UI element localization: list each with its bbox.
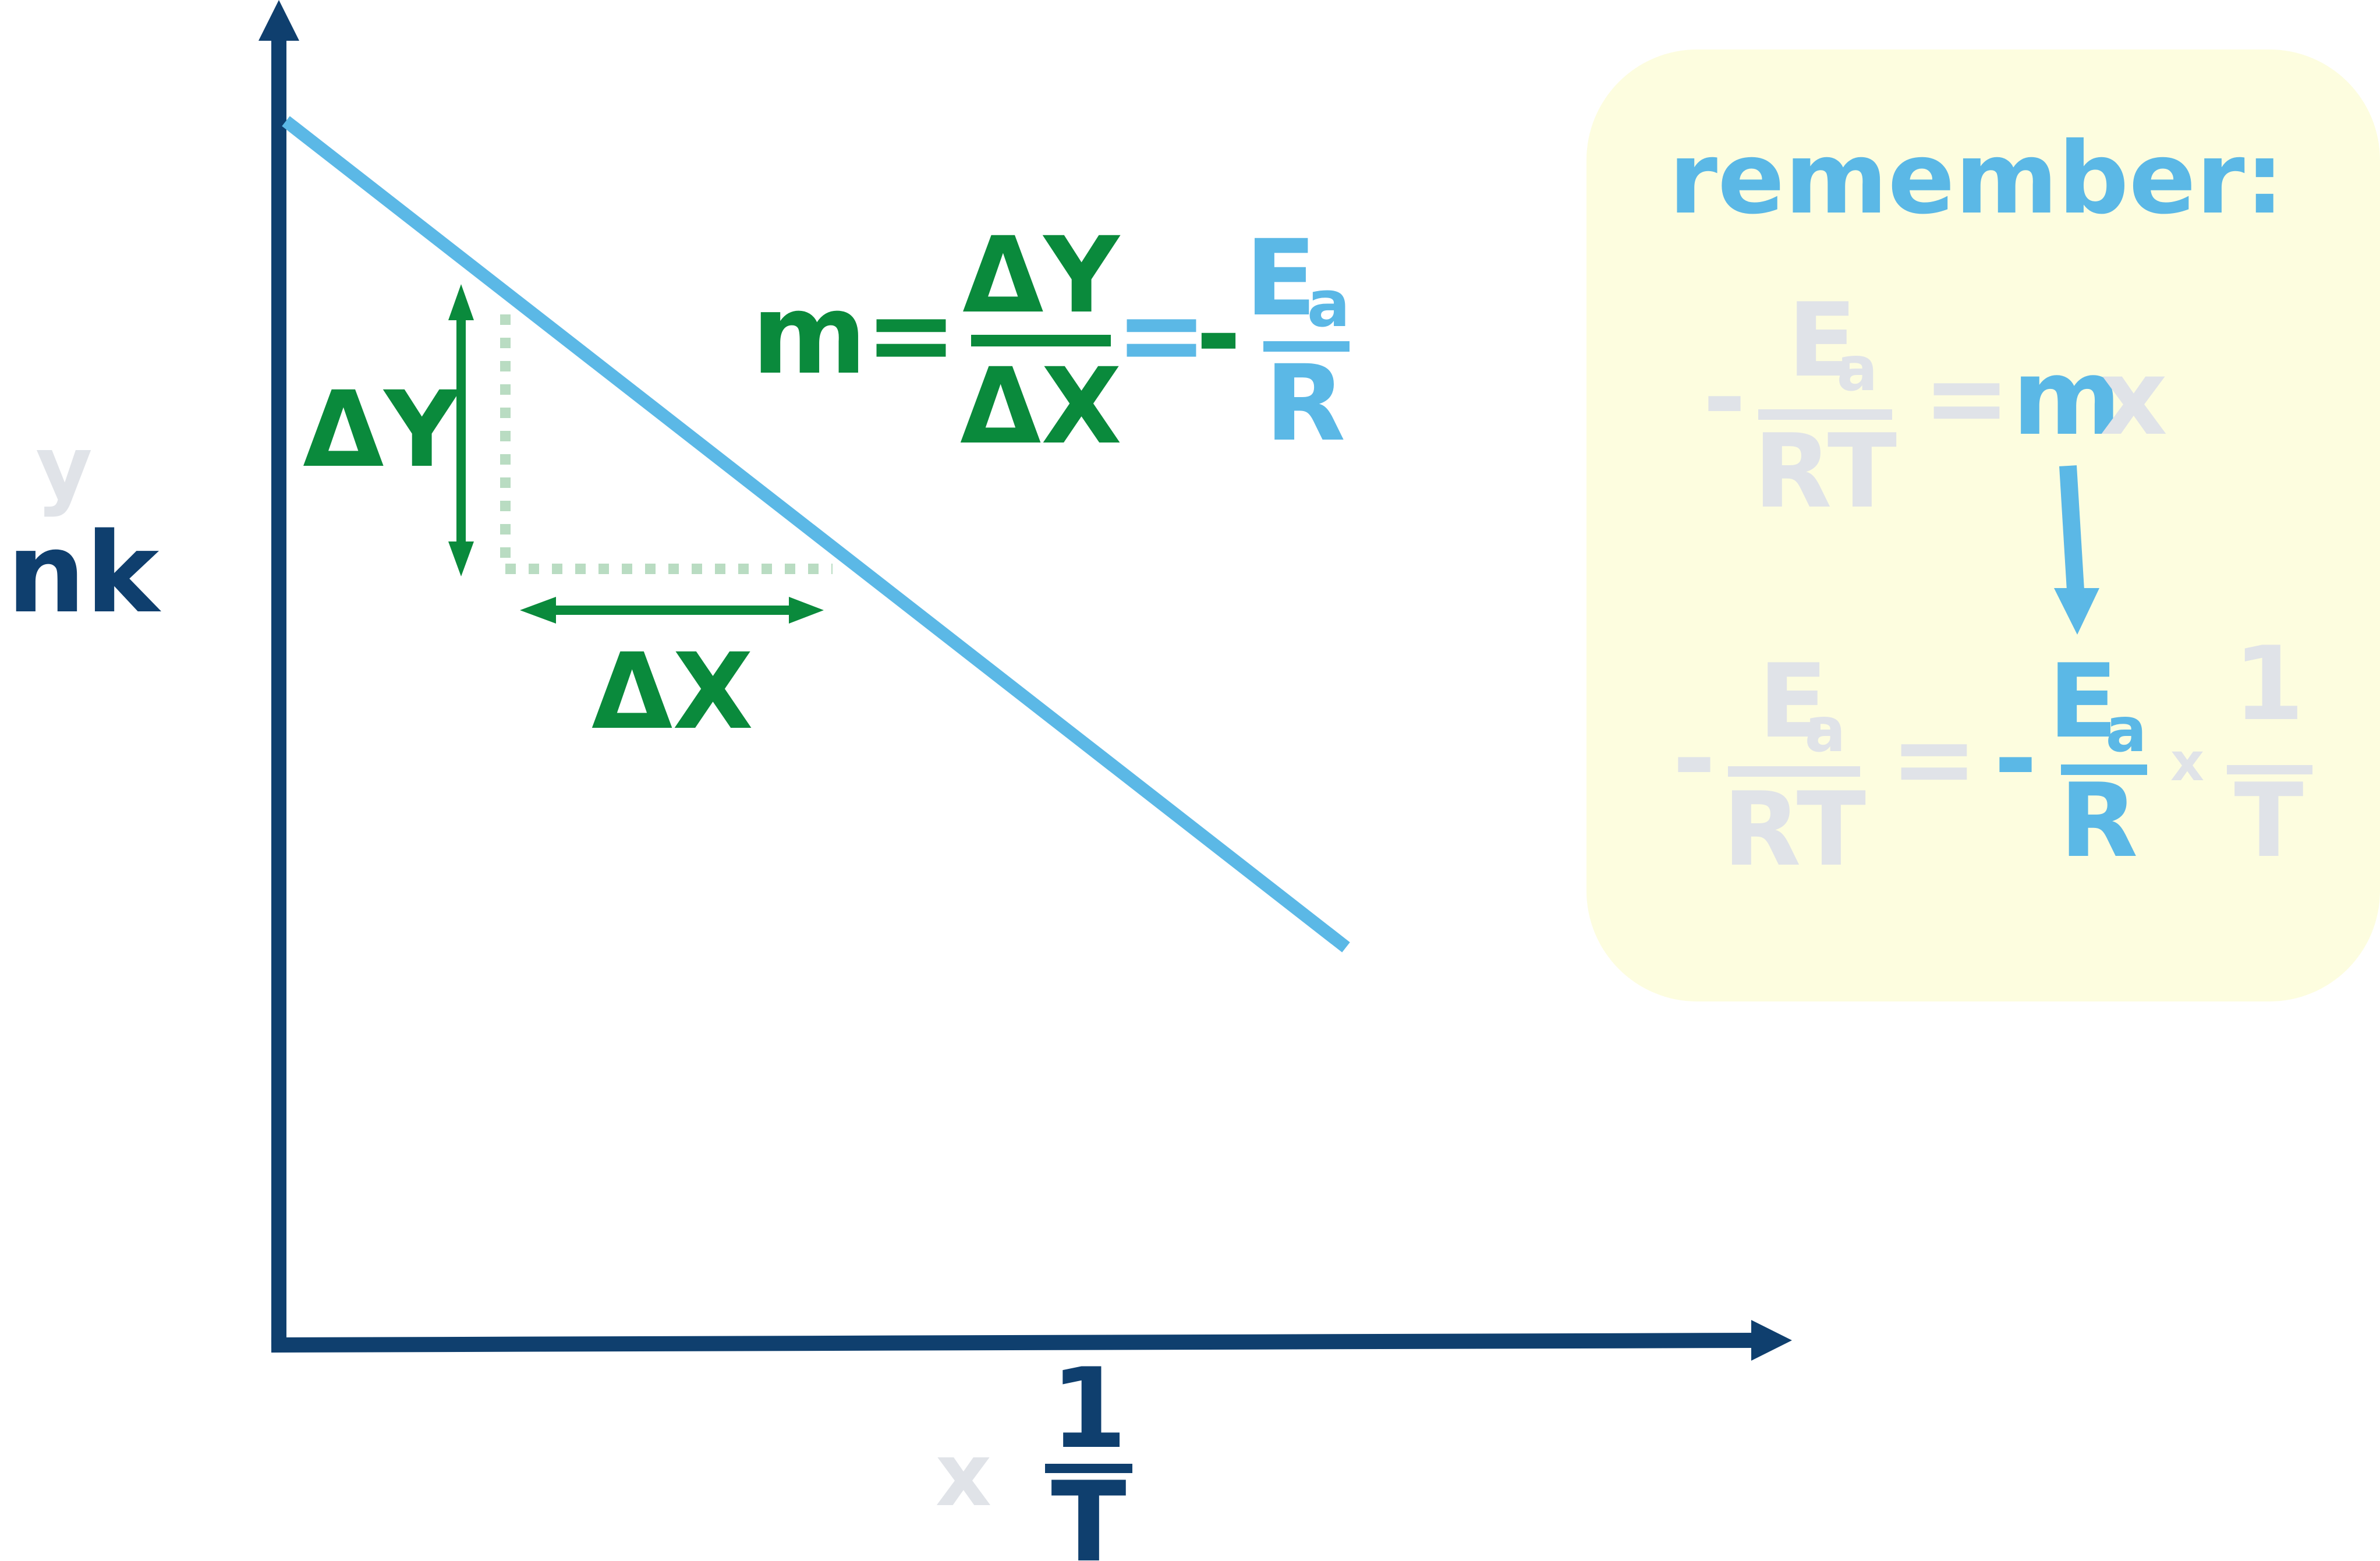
y-axis-arrowhead [258,0,299,41]
eq1-m: m [2012,337,2122,459]
delta-y-label: ΔY [303,369,461,491]
remember-equation-1: - E a RT = m x [1703,282,2168,531]
eq2-t: T [2234,762,2303,880]
remember-down-arrow-head [2054,588,2099,635]
dotted-guides [500,314,833,574]
eq2-e-subscript: a [1805,695,1846,766]
axes [271,35,1759,1353]
x-variable-label: x [936,1425,992,1526]
x-axis [271,1333,1759,1353]
remember-equation-2: - E a RT = - E a R x 1 T [1673,625,2312,889]
slope-numerator: ΔY [962,215,1121,337]
slope-denominator: ΔX [960,346,1122,468]
eq2-r: R [2060,762,2138,880]
slope-equation: m = ΔY ΔX = - E a R [752,215,1350,468]
delta-y-arrow-down-head [448,541,474,576]
eq1-e-subscript: a [1837,334,1878,405]
slope-m: m [752,270,867,399]
x-axis-fraction-numerator: 1 [1050,1344,1127,1473]
eq2-e2: E [2048,643,2118,761]
slope-e: E [1245,218,1317,339]
delta-x-arrow-left-head [520,597,556,624]
y-variable-label: y [36,417,93,519]
eq1-x: x [2100,337,2168,459]
delta-y-arrow-up-head [448,284,474,320]
x-axis-fraction-denominator: T [1051,1458,1127,1561]
slope-r: R [1265,343,1346,465]
remember-box [1586,49,2380,1001]
slope-equals-1: = [865,270,957,399]
trend-line [282,116,1350,953]
slope-e-subscript: a [1307,267,1350,341]
remember-down-arrow-shaft [2059,465,2085,600]
remember-title: remember: [1669,121,2285,236]
eq1-equals: = [1923,337,2011,459]
x-axis-arrowhead [1751,1320,1792,1361]
eq2-minus-2: - [1994,698,2038,820]
eq2-times: x [2170,732,2204,793]
eq2-equals: = [1890,698,1978,820]
eq2-minus: - [1673,698,1716,820]
eq1-denominator: RT [1754,413,1897,531]
eq1-minus: - [1703,337,1747,459]
delta-x-arrow-right-head [789,597,824,624]
eq2-denominator: RT [1723,771,1866,889]
eq2-one: 1 [2233,625,2304,744]
y-axis-label: lnk [0,509,161,638]
eq1-e: E [1787,282,1857,400]
slope-equals-2: = [1115,270,1207,399]
delta-x-label: ΔX [592,631,753,753]
eq2-e: E [1758,643,1828,761]
slope-minus: - [1196,270,1242,399]
eq2-e2-subscript: a [2106,695,2147,766]
